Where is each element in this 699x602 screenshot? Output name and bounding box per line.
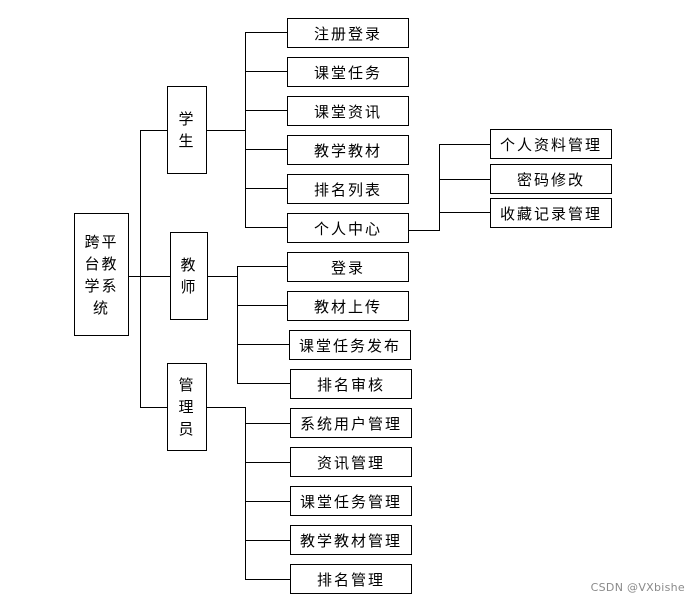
student-node-line: 学 xyxy=(178,110,196,128)
connector xyxy=(207,407,245,408)
connector xyxy=(245,227,287,228)
student-item: 课堂任务 xyxy=(287,57,409,87)
personal-center-item: 收藏记录管理 xyxy=(490,198,612,228)
teacher-item: 教材上传 xyxy=(287,291,409,321)
connector xyxy=(237,383,290,384)
student-item: 注册登录 xyxy=(287,18,409,48)
connector xyxy=(237,305,287,306)
connector xyxy=(245,188,287,189)
admin-item: 资讯管理 xyxy=(290,447,412,477)
admin-node-line: 管 xyxy=(178,376,196,394)
student-node: 学 生 xyxy=(167,86,207,174)
connector xyxy=(245,423,290,424)
admin-item: 排名管理 xyxy=(290,564,412,594)
connector xyxy=(140,130,167,131)
connector xyxy=(439,144,440,231)
connector xyxy=(245,462,290,463)
connector xyxy=(439,212,490,213)
connector xyxy=(245,110,287,111)
connector xyxy=(245,501,290,502)
connector xyxy=(245,71,287,72)
connector xyxy=(409,230,439,231)
admin-item: 课堂任务管理 xyxy=(290,486,412,516)
connector xyxy=(140,407,167,408)
connector xyxy=(245,32,246,228)
teacher-node-line: 师 xyxy=(180,278,198,296)
student-item: 课堂资讯 xyxy=(287,96,409,126)
root-node: 跨平 台教 学系 统 xyxy=(74,213,129,336)
admin-node-line: 员 xyxy=(178,420,196,438)
watermark: CSDN @VXbishe xyxy=(590,581,685,594)
admin-node-line: 理 xyxy=(178,398,196,416)
admin-item: 教学教材管理 xyxy=(290,525,412,555)
root-node-line: 统 xyxy=(92,298,110,317)
teacher-node-line: 教 xyxy=(180,256,198,274)
connector xyxy=(439,144,490,145)
connector xyxy=(237,266,238,383)
student-item: 教学教材 xyxy=(287,135,409,165)
root-node-line: 学系 xyxy=(84,276,119,295)
connector xyxy=(245,407,246,579)
connector xyxy=(128,276,141,277)
connector xyxy=(140,130,141,408)
teacher-item: 登录 xyxy=(287,252,409,282)
root-node-line: 跨平 xyxy=(84,232,119,251)
connector xyxy=(245,149,287,150)
personal-center-item: 个人资料管理 xyxy=(490,129,612,159)
connector xyxy=(208,276,237,277)
connector xyxy=(140,276,170,277)
admin-node: 管 理 员 xyxy=(167,363,207,451)
teacher-item: 排名审核 xyxy=(290,369,412,399)
teacher-node: 教 师 xyxy=(170,232,208,320)
connector xyxy=(237,266,287,267)
teacher-item: 课堂任务发布 xyxy=(289,330,411,360)
root-node-line: 台教 xyxy=(84,254,119,273)
connector xyxy=(245,540,290,541)
student-item: 个人中心 xyxy=(287,213,409,243)
student-item: 排名列表 xyxy=(287,174,409,204)
admin-item: 系统用户管理 xyxy=(290,408,412,438)
connector xyxy=(237,344,289,345)
connector xyxy=(439,179,490,180)
connector xyxy=(245,579,290,580)
connector xyxy=(245,32,287,33)
connector xyxy=(207,130,245,131)
personal-center-item: 密码修改 xyxy=(490,164,612,194)
student-node-line: 生 xyxy=(178,132,196,150)
